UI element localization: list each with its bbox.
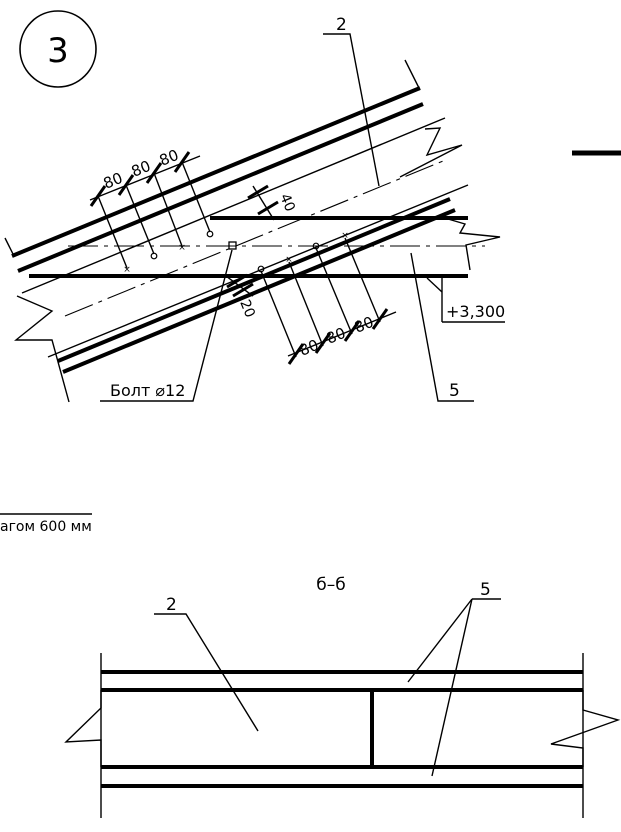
dim-bottom-3: 80 <box>352 313 376 337</box>
dimension-bottom: 80 80 80 <box>260 237 397 365</box>
dim-top-3: 80 <box>157 146 181 170</box>
dimension-20: 20 <box>225 273 258 321</box>
elevation-label: +3,300 <box>446 302 505 321</box>
svg-text:×: × <box>123 265 131 275</box>
rafter-beam <box>4 59 469 403</box>
callout-2-upper-label: 2 <box>336 15 347 35</box>
dim-40: 40 <box>276 192 298 215</box>
svg-text:×: × <box>285 255 293 265</box>
callout-2-section-label: 2 <box>166 595 177 615</box>
section-title: б–б <box>316 575 345 595</box>
callout-2-section: 2 <box>154 595 259 732</box>
note-fragment: агом 600 мм <box>0 513 92 535</box>
bolt-label: Болт ⌀12 <box>110 381 185 400</box>
dim-20: 20 <box>236 298 258 321</box>
elevation-mark: +3,300 <box>426 277 505 323</box>
svg-text:×: × <box>178 243 186 253</box>
dimension-40: 40 <box>247 184 298 221</box>
dim-top-1: 80 <box>101 169 125 193</box>
svg-text:×: × <box>341 231 349 241</box>
section-view <box>64 653 621 818</box>
callout-5-section-label: 5 <box>480 580 491 600</box>
dimension-top: 80 80 80 <box>89 146 211 269</box>
purlin-member <box>29 216 501 278</box>
callout-5-upper-label: 5 <box>449 381 460 401</box>
detail-marker: 3 <box>19 10 97 88</box>
dim-bottom-1: 80 <box>297 336 321 360</box>
dim-top-2: 80 <box>129 157 153 181</box>
callout-5-section: 5 <box>407 580 501 777</box>
detail-number: 3 <box>47 31 69 71</box>
note-fragment-text: агом 600 мм <box>0 519 92 535</box>
callout-2-upper: 2 <box>323 15 380 187</box>
bolt-callout: Болт ⌀12 <box>100 249 233 402</box>
callout-5-upper: 5 <box>410 252 474 402</box>
dim-bottom-2: 80 <box>324 324 348 348</box>
